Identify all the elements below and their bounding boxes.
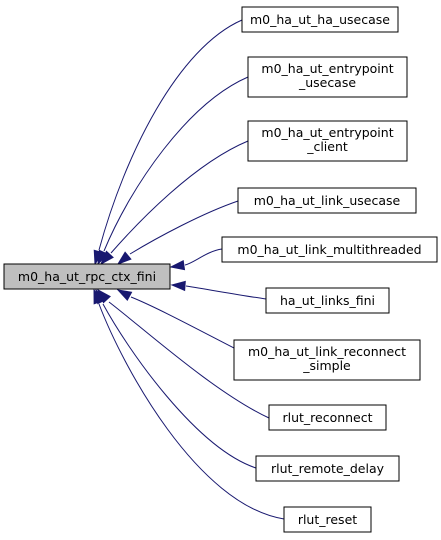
call-edge [93,19,243,266]
caller-node[interactable]: m0_ha_ut_link_usecase [237,187,417,214]
caller-node-box [255,455,400,482]
caller-node-box [221,236,438,263]
caller-node[interactable]: m0_ha_ut_link_reconnect_simple [233,339,421,381]
call-edge [169,248,223,271]
call-edge-line [185,285,267,300]
caller-nodes: m0_ha_ut_ha_usecasem0_ha_ut_entrypoint_u… [221,6,438,533]
root-node-box [3,263,171,290]
root-function-node[interactable]: m0_ha_ut_rpc_ctx_fini [3,263,171,290]
arrowhead-icon [116,289,133,301]
root-node-label: m0_ha_ut_rpc_ctx_fini [18,269,156,284]
caller-node[interactable]: ha_ut_links_fini [265,287,390,314]
caller-node[interactable]: m0_ha_ut_ha_usecase [241,6,399,33]
caller-node-box [283,506,372,533]
caller-node-box [237,187,417,214]
caller-node[interactable]: m0_ha_ut_entrypoint_usecase [247,56,408,98]
call-edge [116,289,235,349]
call-edge-line [129,200,239,255]
call-edge [95,288,257,469]
arrowhead-icon [169,259,186,271]
caller-node[interactable]: rlut_reconnect [268,404,387,431]
caller-node-box [265,287,390,314]
caller-node-label: m0_ha_ut_link_multithreaded [237,242,421,257]
call-edge [116,200,239,265]
call-edge-line [108,301,270,419]
arrowhead-icon [93,288,104,305]
call-edge-line [98,303,285,520]
arrowhead-icon [116,251,132,265]
caller-node[interactable]: rlut_reset [283,506,372,533]
call-edge [93,288,285,520]
caller-node-box [247,56,408,98]
caller-node-label: _usecase [298,75,356,90]
caller-node-box [241,6,399,33]
call-edge [170,280,267,300]
caller-node[interactable]: m0_ha_ut_entrypoint_client [247,120,408,162]
caller-node-label: _simple [302,358,351,373]
call-edge-line [130,296,235,349]
caller-node-box [247,120,408,162]
caller-node[interactable]: rlut_remote_delay [255,455,400,482]
caller-node-label: m0_ha_ut_entrypoint [261,125,393,140]
call-edge [99,140,249,266]
call-edge-line [103,76,249,252]
call-edge [97,76,249,266]
arrowhead-icon [99,250,114,266]
caller-node-box [233,339,421,381]
arrowhead-icon [170,280,186,292]
caller-node-label: m0_ha_ut_link_usecase [254,193,401,208]
call-graph-edges [93,19,285,520]
call-edge-line [184,248,223,266]
caller-node-label: _client [306,139,348,154]
caller-node-label: m0_ha_ut_link_reconnect [248,344,406,359]
caller-node-label: m0_ha_ut_entrypoint [261,61,393,76]
call-edge-line [98,19,243,251]
caller-node-label: ha_ut_links_fini [280,293,375,308]
caller-node-label: m0_ha_ut_ha_usecase [250,12,390,27]
caller-node-box [268,404,387,431]
caller-node-label: rlut_reconnect [282,410,372,425]
call-edge-line [102,303,257,469]
caller-node-label: rlut_remote_delay [271,461,385,476]
call-edge-line [110,140,249,254]
caller-node[interactable]: m0_ha_ut_link_multithreaded [221,236,438,263]
caller-node-label: rlut_reset [298,512,357,527]
